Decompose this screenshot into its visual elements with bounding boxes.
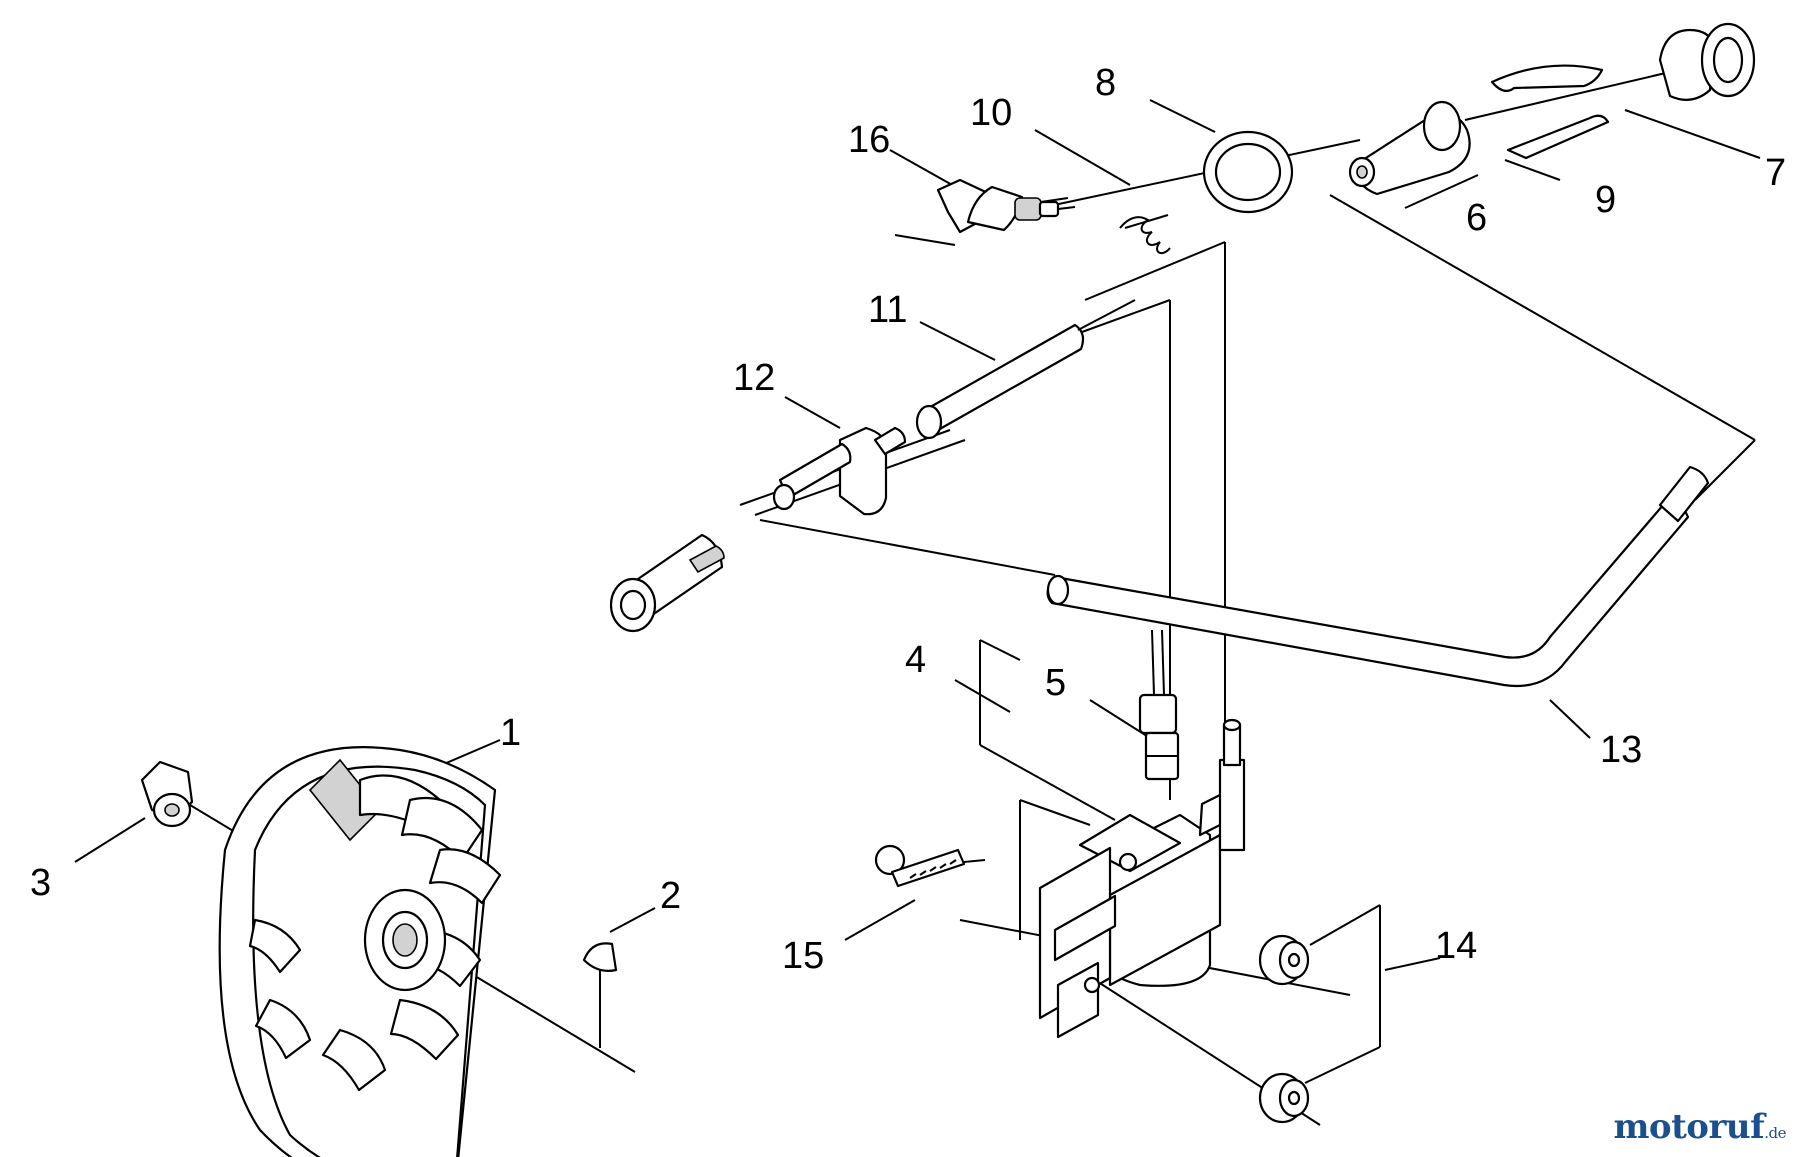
spark-plug-part-16	[936, 178, 1076, 234]
callout-5: 5	[1045, 662, 1066, 704]
cap-part-7	[1658, 22, 1756, 101]
watermark-text: motoruf	[1613, 1107, 1765, 1147]
callout-labels: 1 2 3 4 5 6 7 8 9 10 11 12 13 14 15 16	[30, 62, 1786, 977]
woodruff-key-part-2	[582, 942, 618, 972]
callout-7: 7	[1765, 152, 1786, 194]
spacers-part-14	[1258, 934, 1310, 1124]
lead-connector-part-5	[1138, 629, 1180, 781]
callout-13: 13	[1600, 729, 1642, 771]
watermark-tld: .de	[1764, 1124, 1786, 1142]
watermark-logo: motoruf.de	[1613, 1107, 1786, 1147]
callout-14: 14	[1435, 925, 1477, 967]
flywheel-nut-part-3	[140, 760, 194, 828]
wire-connector	[609, 533, 725, 633]
callout-2: 2	[660, 875, 681, 917]
callout-3: 3	[30, 862, 51, 904]
grommet-part-12	[772, 426, 907, 516]
plug-boot-part-6	[1348, 100, 1471, 196]
callout-6: 6	[1466, 197, 1487, 239]
callout-8: 8	[1095, 62, 1116, 104]
screw-part-15	[874, 844, 986, 888]
callout-11: 11	[868, 289, 907, 331]
callout-4: 4	[905, 639, 926, 681]
tube-part-11	[915, 299, 1136, 440]
flywheel-part-1	[218, 746, 502, 1157]
tube-part-13	[1046, 465, 1710, 687]
terminal-spring-part-10	[1119, 214, 1171, 255]
callout-12: 12	[733, 357, 775, 399]
ignition-coil-part-4	[1038, 718, 1246, 1039]
callout-9: 9	[1595, 179, 1616, 221]
clip-part-9	[1490, 64, 1610, 160]
callout-16: 16	[848, 119, 890, 161]
grommet-ring-part-8	[1202, 130, 1294, 214]
callout-1: 1	[500, 712, 521, 754]
callout-15: 15	[782, 935, 824, 977]
callout-10: 10	[970, 92, 1012, 134]
